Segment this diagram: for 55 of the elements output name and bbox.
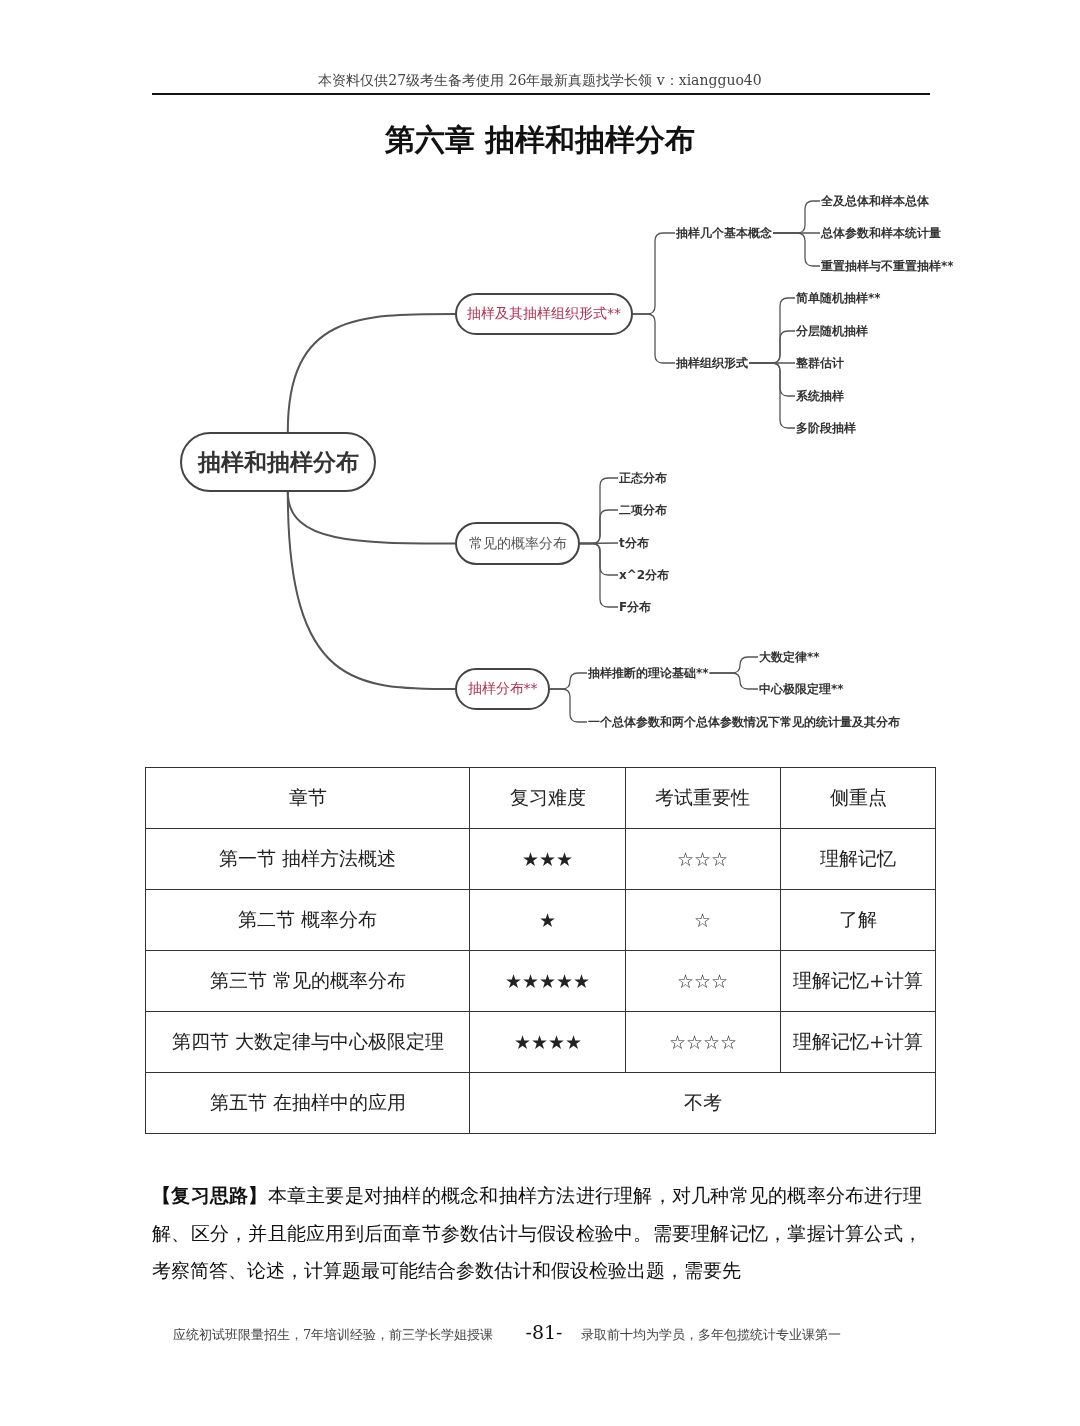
topic-text: 系统抽样 bbox=[795, 388, 845, 404]
table-cell: ★ bbox=[469, 889, 626, 951]
footer-text: 应统初试班限量招生，7年培训经验，前三学长学姐授课 bbox=[173, 1326, 494, 1344]
connector-line bbox=[286, 491, 456, 690]
table-cell: ★★★ bbox=[469, 828, 626, 890]
table-cell: 了解 bbox=[780, 889, 936, 951]
table-header-cell: 考试重要性 bbox=[625, 767, 781, 829]
footer-text: 录取前十均为学员，多年包揽统计专业课第一 bbox=[581, 1326, 841, 1344]
topic-text: 分层随机抽样 bbox=[795, 323, 869, 339]
page-title: 第六章 抽样和抽样分布 bbox=[383, 121, 697, 159]
topic-text: 大数定律** bbox=[758, 649, 821, 665]
table-cell: ☆ bbox=[625, 889, 781, 951]
page-number: -81- bbox=[524, 1321, 564, 1343]
topic-text: 简单随机抽样** bbox=[795, 290, 882, 306]
topic-text: 抽样组织形式 bbox=[675, 355, 749, 371]
topic-text: 抽样推断的理论基础** bbox=[587, 665, 710, 681]
table-cell: 第三节 常见的概率分布 bbox=[145, 950, 470, 1012]
topic-text: F分布 bbox=[618, 599, 653, 615]
topic-text: 全及总体和样本总体 bbox=[820, 193, 930, 209]
topic-text: 多阶段抽样 bbox=[795, 420, 857, 436]
table-cell: 理解记忆 bbox=[780, 828, 936, 890]
topic-text: 重置抽样与不重置抽样** bbox=[820, 258, 955, 274]
table-cell: 第五节 在抽样中的应用 bbox=[145, 1072, 470, 1134]
connector-line bbox=[632, 313, 676, 364]
table-cell: 理解记忆+计算 bbox=[780, 950, 936, 1012]
topic-text: t分布 bbox=[618, 535, 650, 551]
table-cell: ★★★★★ bbox=[469, 950, 626, 1012]
branch-box: 抽样分布** bbox=[455, 668, 550, 710]
table-header-cell: 章节 bbox=[145, 767, 470, 829]
table-cell: ☆☆☆☆ bbox=[625, 1011, 781, 1073]
connector-line bbox=[286, 313, 456, 433]
table-cell: ★★★★ bbox=[469, 1011, 626, 1073]
topic-box: 抽样和抽样分布 bbox=[180, 432, 376, 492]
table-cell: 第一节 抽样方法概述 bbox=[145, 828, 470, 890]
topic-text: 二项分布 bbox=[618, 502, 668, 518]
topic-text: 一个总体参数和两个总体参数情况下常见的统计量及其分布 bbox=[587, 714, 901, 730]
table-cell: ☆☆☆ bbox=[625, 828, 781, 890]
table-cell: 理解记忆+计算 bbox=[780, 1011, 936, 1073]
table-header-cell: 侧重点 bbox=[780, 767, 936, 829]
branch-box: 抽样及其抽样组织形式** bbox=[455, 293, 633, 335]
topic-text: 整群估计 bbox=[795, 355, 845, 371]
table-cell: 不考 bbox=[469, 1072, 936, 1134]
table-cell: 第二节 概率分布 bbox=[145, 889, 470, 951]
table-cell: 第四节 大数定律与中心极限定理 bbox=[145, 1011, 470, 1073]
branch-box: 常见的概率分布 bbox=[455, 522, 580, 565]
connector-line bbox=[708, 672, 759, 690]
header-text: 本资料仅供27级考生备考使用 26年最新真题找学长领 v：xiangguo40 bbox=[317, 72, 763, 90]
topic-text: 抽样几个基本概念 bbox=[675, 225, 773, 241]
table-cell: ☆☆☆ bbox=[625, 950, 781, 1012]
table-header-cell: 复习难度 bbox=[469, 767, 626, 829]
topic-text: 中心极限定理** bbox=[758, 681, 845, 697]
review-paragraph: 【复习思路】本章主要是对抽样的概念和抽样方法进行理解，对几种常见的概率分布进行理解、区分，并且能应用到后面章节参数估计与假设检验中。需要理解记忆，掌握计算公式，考察简答、论述，计算题最可能结合参数估计和假设检验出题，需要先 bbox=[152, 1183, 922, 1283]
topic-text: 总体参数和样本统计量 bbox=[820, 225, 942, 241]
topic-text: x^2分布 bbox=[618, 567, 671, 583]
topic-text: 正态分布 bbox=[618, 470, 668, 486]
